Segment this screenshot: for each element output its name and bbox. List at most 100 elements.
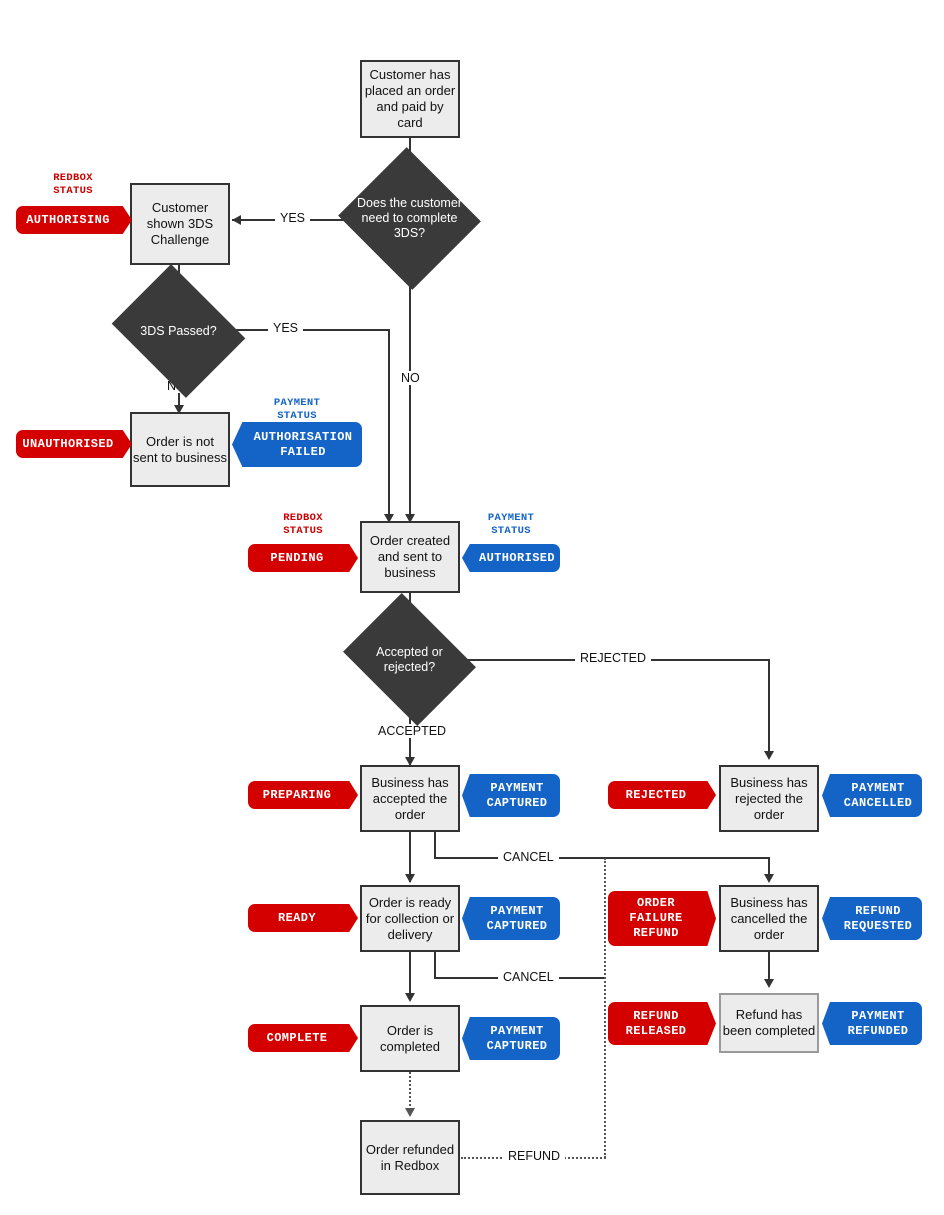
- node-order-ready[interactable]: Order is ready for collection or deliver…: [360, 885, 460, 952]
- badge-rejected[interactable]: REJECTED: [608, 781, 716, 809]
- badge-complete-label: COMPLETE: [266, 1030, 328, 1045]
- caption-line-1: PAYMENT: [273, 397, 321, 409]
- node-order-ready-label: Order is ready for collection or deliver…: [365, 894, 455, 942]
- arrowhead-order-ready: [405, 874, 415, 883]
- edge-label-yes-3ds-passed: YES: [268, 321, 304, 335]
- node-order-created[interactable]: Order created and sent to business: [360, 521, 460, 593]
- arrowhead-refund-completed: [764, 979, 774, 988]
- caption-line-2: STATUS: [277, 409, 317, 422]
- edge-ready-to-complete: [409, 952, 411, 1000]
- edge-passed-yes-h: [232, 329, 390, 331]
- badge-refund-released[interactable]: REFUND RELEASED: [608, 1002, 716, 1045]
- arrowhead-business-accepted: [405, 757, 415, 766]
- node-order-not-sent-label: Order is not sent to business: [133, 433, 227, 465]
- arrowhead-shown-challenge: [232, 215, 241, 225]
- node-business-cancelled-label: Business has cancelled the order: [730, 894, 808, 942]
- edge-label-yes-need-3ds: YES: [275, 211, 311, 225]
- badge-ready-label: READY: [277, 910, 316, 925]
- badge-preparing-label: PREPARING: [262, 787, 332, 802]
- edge-complete-to-refunded-dotted: [409, 1072, 411, 1114]
- edge-cancel1-v2: [768, 857, 770, 878]
- node-business-rejected[interactable]: Business has rejected the order: [719, 765, 819, 832]
- arrowhead-order-created-from-yes: [384, 514, 394, 523]
- badge-payment-refunded-label: PAYMENT REFUNDED: [847, 1008, 909, 1038]
- node-shown-3ds-challenge-label: Customer shown 3DS Challenge: [146, 200, 214, 247]
- node-business-rejected-label: Business has rejected the order: [730, 774, 808, 822]
- node-order-created-label: Order created and sent to business: [369, 533, 451, 580]
- node-order-completed[interactable]: Order is completed: [360, 1005, 460, 1072]
- node-order-completed-label: Order is completed: [380, 1022, 440, 1054]
- arrowhead-order-refunded-redbox: [405, 1108, 415, 1117]
- node-business-accepted[interactable]: Business has accepted the order: [360, 765, 460, 832]
- node-order-not-sent[interactable]: Order is not sent to business: [130, 412, 230, 487]
- badge-order-failure-refund[interactable]: ORDER FAILURE REFUND: [608, 891, 716, 946]
- badge-preparing[interactable]: PREPARING: [248, 781, 358, 809]
- node-order-placed[interactable]: Customer has placed an order and paid by…: [360, 60, 460, 138]
- caption-line-1: REDBOX: [283, 512, 323, 524]
- badge-pending[interactable]: PENDING: [248, 544, 358, 572]
- node-shown-3ds-challenge[interactable]: Customer shown 3DS Challenge: [130, 183, 230, 265]
- node-order-refunded-redbox[interactable]: Order refunded in Redbox: [360, 1120, 460, 1195]
- caption-line-2: STATUS: [53, 184, 93, 197]
- node-refund-completed[interactable]: Refund has been completed: [719, 993, 819, 1053]
- badge-order-failure-refund-label: ORDER FAILURE REFUND: [629, 896, 683, 940]
- badge-payment-cancelled-label: PAYMENT CANCELLED: [843, 780, 913, 810]
- arrowhead-order-created-from-no: [405, 514, 415, 523]
- caption-line-1: REDBOX: [53, 172, 93, 184]
- badge-refund-released-label: REFUND RELEASED: [625, 1008, 687, 1038]
- edge-label-refund: REFUND: [503, 1149, 566, 1163]
- edge-rejected-v: [768, 659, 770, 754]
- edge-accepted-to-ready: [409, 832, 411, 882]
- badge-payment-cancelled[interactable]: PAYMENT CANCELLED: [822, 774, 922, 817]
- badge-refund-requested[interactable]: REFUND REQUESTED: [822, 897, 922, 940]
- edge-cancel1-h: [434, 857, 770, 859]
- badge-payment-captured-ready[interactable]: PAYMENT CAPTURED: [462, 897, 560, 940]
- badge-unauthorised-label: UNAUTHORISED: [22, 436, 114, 451]
- badge-payment-captured-accepted[interactable]: PAYMENT CAPTURED: [462, 774, 560, 817]
- badge-authorisation-failed[interactable]: AUTHORISATION FAILED: [232, 422, 362, 467]
- badge-pending-label: PENDING: [270, 550, 324, 565]
- badge-authorising[interactable]: AUTHORISING: [16, 206, 132, 234]
- node-need-3ds-label: Does the customer need to complete 3DS?: [357, 196, 462, 240]
- edge-label-cancel-from-accepted: CANCEL: [498, 850, 559, 864]
- edge-passed-yes-v: [388, 329, 390, 518]
- arrowhead-not-sent: [174, 405, 184, 414]
- edge-cancelled-to-refund: [768, 952, 770, 984]
- badge-complete[interactable]: COMPLETE: [248, 1024, 358, 1052]
- node-business-cancelled[interactable]: Business has cancelled the order: [719, 885, 819, 952]
- edge-need3ds-no: [409, 267, 411, 518]
- arrowhead-order-completed: [405, 993, 415, 1002]
- node-accepted-or-rejected[interactable]: Accepted or rejected?: [343, 593, 476, 726]
- node-3ds-passed[interactable]: 3DS Passed?: [111, 264, 246, 398]
- badge-ready[interactable]: READY: [248, 904, 358, 932]
- badge-rejected-label: REJECTED: [625, 787, 687, 802]
- badge-unauthorised[interactable]: UNAUTHORISED: [16, 430, 132, 458]
- node-order-refunded-redbox-label: Order refunded in Redbox: [365, 1141, 455, 1173]
- edge-label-rejected: REJECTED: [575, 651, 651, 665]
- badge-payment-captured-accepted-label: PAYMENT CAPTURED: [486, 780, 548, 810]
- edge-cancel1-v1: [434, 832, 436, 859]
- node-refund-completed-label: Refund has been completed: [722, 1007, 816, 1038]
- badge-authorised-label: AUTHORISED: [478, 550, 555, 565]
- caption-line-2: STATUS: [491, 524, 531, 537]
- arrowhead-business-rejected: [764, 751, 774, 760]
- edge-label-accepted: ACCEPTED: [373, 724, 452, 738]
- node-accepted-or-rejected-label: Accepted or rejected?: [376, 644, 443, 674]
- caption-payment-status-authorised: PAYMENT STATUS: [462, 512, 560, 537]
- node-business-accepted-label: Business has accepted the order: [371, 774, 449, 822]
- badge-payment-captured-complete[interactable]: PAYMENT CAPTURED: [462, 1017, 560, 1060]
- arrowhead-business-cancelled: [764, 874, 774, 883]
- edge-refund-dotted-v: [604, 858, 606, 1158]
- badge-payment-captured-complete-label: PAYMENT CAPTURED: [486, 1023, 548, 1053]
- edge-cancel2-v: [434, 952, 436, 978]
- node-3ds-passed-label: 3DS Passed?: [140, 323, 217, 338]
- badge-authorising-label: AUTHORISING: [26, 212, 110, 227]
- node-need-3ds[interactable]: Does the customer need to complete 3DS?: [338, 147, 481, 290]
- edge-label-cancel-from-ready: CANCEL: [498, 970, 559, 984]
- badge-authorisation-failed-label: AUTHORISATION FAILED: [253, 429, 353, 459]
- badge-payment-refunded[interactable]: PAYMENT REFUNDED: [822, 1002, 922, 1045]
- node-order-placed-label: Customer has placed an order and paid by…: [364, 67, 456, 130]
- caption-payment-status-auth-failed: PAYMENT STATUS: [232, 397, 362, 422]
- badge-authorised[interactable]: AUTHORISED: [462, 544, 560, 572]
